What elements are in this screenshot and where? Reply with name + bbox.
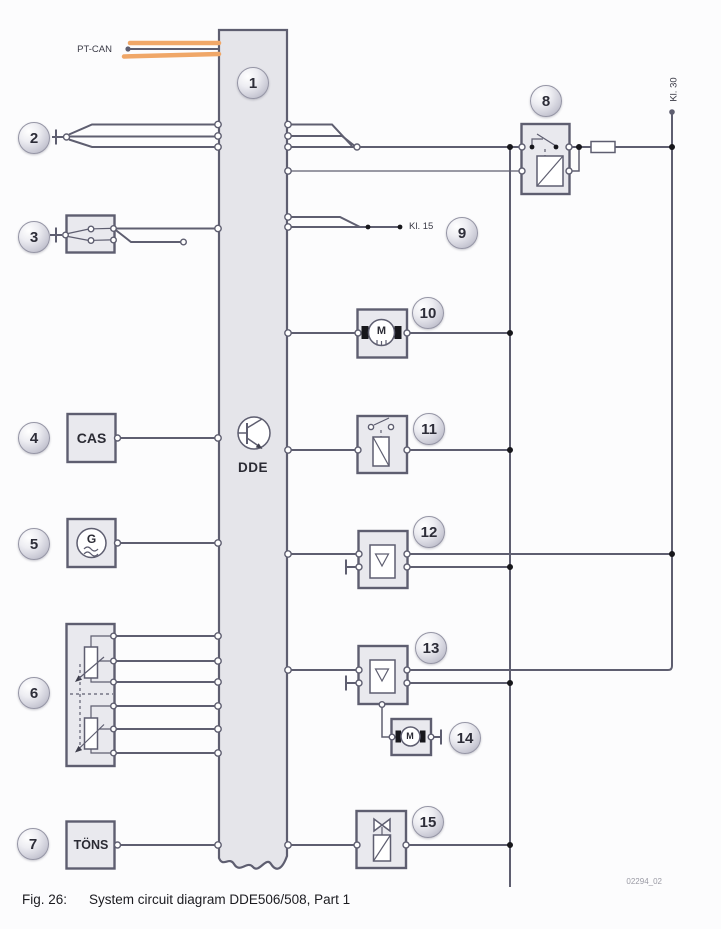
- valve-symbol-12: [357, 529, 409, 590]
- kl15-terminal-label: Kl. 15: [409, 221, 434, 232]
- fuse-symbol: [590, 140, 616, 154]
- junction-dots: [365, 109, 675, 848]
- transistor-icon: [237, 416, 271, 450]
- badge-14: 14: [449, 722, 481, 754]
- cas-label: CAS: [76, 430, 107, 446]
- motor-symbol-10: [356, 308, 409, 359]
- badge-7: 7: [17, 828, 49, 860]
- kl30-terminal-label: Kl. 30: [668, 77, 680, 102]
- drawing-number: 02294_02: [626, 877, 662, 886]
- dde-label: DDE: [237, 460, 268, 475]
- crankshaft-sensor-symbol: [52, 123, 216, 148]
- badge-3: 3: [18, 221, 50, 253]
- badge-13: 13: [415, 632, 447, 664]
- tons-label: TÖNS: [73, 838, 109, 852]
- figure-caption: Fig. 26: System circuit diagram DDE506/50…: [22, 892, 350, 907]
- right-bus-wiring: [288, 112, 673, 887]
- generator-symbol: [66, 517, 216, 569]
- column-right-pins: [284, 120, 292, 849]
- badge-4: 4: [18, 422, 50, 454]
- relay-symbol-11: [356, 414, 409, 475]
- valve-symbol-13: [357, 644, 409, 706]
- pt-can-bus-wires: [121, 40, 222, 59]
- figure-title: System circuit diagram DDE506/508, Part …: [89, 892, 351, 907]
- badge-10: 10: [412, 297, 444, 329]
- cas-box: [66, 412, 216, 464]
- component-pins: [353, 143, 573, 849]
- badge-6: 6: [18, 677, 50, 709]
- badge-5: 5: [18, 528, 50, 560]
- switch-unit-symbol: [50, 214, 216, 254]
- badge-1: 1: [237, 67, 269, 99]
- motor10-label: M: [376, 325, 387, 337]
- pt-can-label: PT-CAN: [77, 44, 112, 55]
- relay-symbol-8: [520, 122, 571, 196]
- figure-number: Fig. 26:: [22, 892, 68, 907]
- badge-15: 15: [412, 806, 444, 838]
- badge-8: 8: [530, 85, 562, 117]
- badge-12: 12: [413, 516, 445, 548]
- pedal-sensor-symbol: [65, 622, 216, 768]
- badge-11: 11: [413, 413, 445, 445]
- badge-2: 2: [18, 122, 50, 154]
- motor14-label: M: [406, 731, 414, 741]
- tons-box: [65, 820, 216, 870]
- badge-9: 9: [446, 217, 478, 249]
- valve-symbol-15: [355, 809, 408, 870]
- column-left-pins: [214, 120, 222, 849]
- motor-symbol-14: [390, 717, 433, 757]
- generator-label: G: [86, 532, 97, 546]
